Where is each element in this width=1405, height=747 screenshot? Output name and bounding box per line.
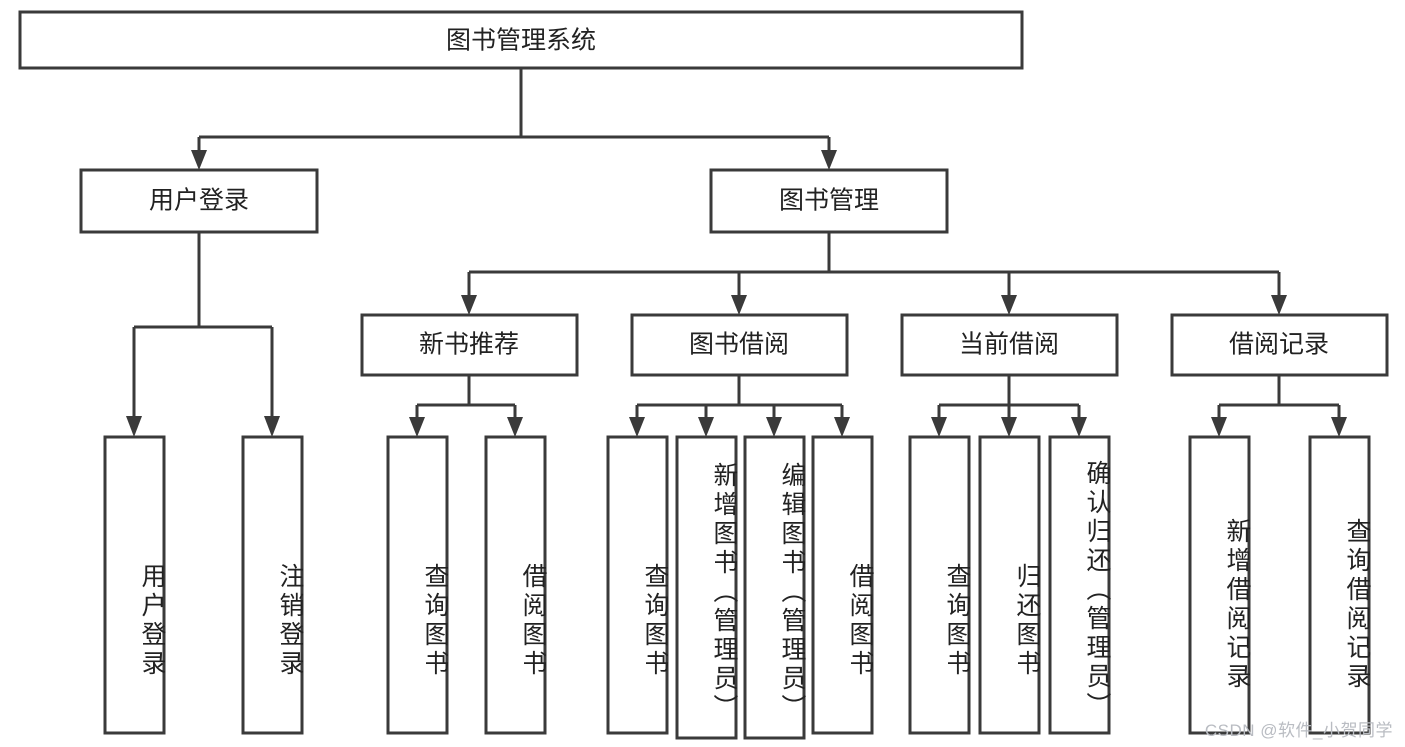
leaf-box-borrow-book-1	[484, 435, 547, 735]
leaf-box-query-book-2	[606, 435, 669, 735]
connector-group-current-borrow	[931, 375, 1087, 437]
node-book-management[interactable]: 图书管理	[709, 168, 949, 234]
node-new-book-recommend[interactable]: 新书推荐	[360, 313, 579, 377]
connector-group-book-management	[461, 232, 1287, 315]
node-book-borrow[interactable]: 图书借阅	[630, 313, 849, 377]
leaf-boxes	[103, 435, 1371, 740]
leaf-box-add-book-admin	[675, 435, 738, 740]
node-borrow-record-label: 借阅记录	[1229, 331, 1329, 359]
node-root-label: 图书管理系统	[446, 27, 596, 55]
leaf-box-edit-book-admin	[743, 435, 806, 740]
leaf-box-user-login	[103, 435, 166, 735]
node-current-borrow-label: 当前借阅	[959, 331, 1059, 359]
leaf-box-logout	[241, 435, 304, 735]
connector-group-borrow-record	[1211, 375, 1347, 437]
node-new-book-recommend-label: 新书推荐	[419, 331, 519, 359]
node-current-borrow[interactable]: 当前借阅	[900, 313, 1119, 377]
leaf-box-add-record	[1188, 435, 1251, 735]
leaf-box-query-book-3	[908, 435, 971, 735]
leaf-box-query-book-1	[386, 435, 449, 735]
node-root[interactable]: 图书管理系统	[18, 10, 1024, 70]
node-book-borrow-label: 图书借阅	[689, 331, 789, 359]
connector-group-root	[191, 68, 837, 170]
leaf-box-return-book	[978, 435, 1041, 735]
node-borrow-record[interactable]: 借阅记录	[1170, 313, 1389, 377]
connector-group-book-borrow	[629, 375, 850, 437]
leaf-box-borrow-book-2	[811, 435, 874, 735]
leaf-box-query-record	[1308, 435, 1371, 735]
node-user-login[interactable]: 用户登录	[79, 168, 319, 234]
node-book-management-label: 图书管理	[779, 187, 879, 215]
connector-group-new-book-recommend	[409, 375, 523, 437]
connector-group-user-login	[126, 232, 280, 437]
node-user-login-label: 用户登录	[149, 187, 249, 215]
leaf-box-confirm-return	[1048, 435, 1111, 735]
